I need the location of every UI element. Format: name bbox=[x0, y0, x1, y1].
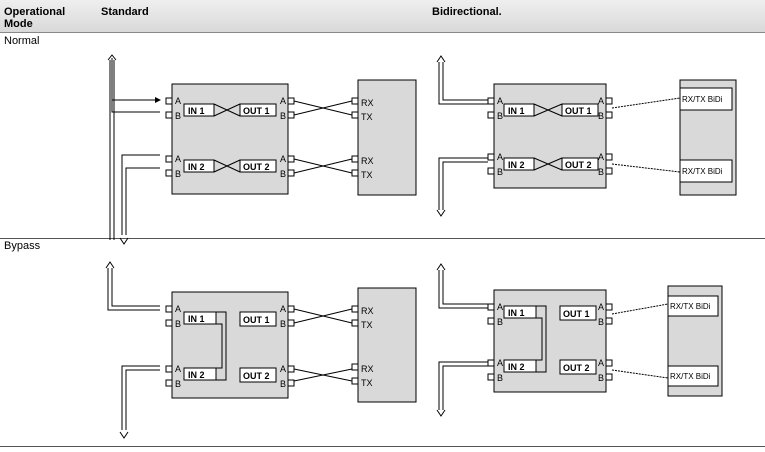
svg-text:IN 2: IN 2 bbox=[188, 162, 205, 172]
svg-text:B: B bbox=[175, 111, 181, 121]
svg-text:A: A bbox=[598, 96, 604, 106]
svg-text:IN 1: IN 1 bbox=[188, 314, 205, 324]
row-divider bbox=[0, 238, 765, 239]
svg-text:OUT 2: OUT 2 bbox=[243, 162, 270, 172]
table-bottom-rule bbox=[0, 446, 765, 447]
svg-text:IN 1: IN 1 bbox=[508, 106, 525, 116]
svg-text:RX: RX bbox=[361, 306, 374, 316]
svg-text:OUT 1: OUT 1 bbox=[243, 315, 270, 325]
svg-text:TX: TX bbox=[361, 320, 373, 330]
svg-text:OUT 1: OUT 1 bbox=[565, 106, 592, 116]
hollow-arrow-icon bbox=[119, 154, 160, 245]
transceiver-box bbox=[357, 287, 417, 403]
svg-text:B: B bbox=[280, 319, 286, 329]
svg-text:A: A bbox=[497, 96, 503, 106]
svg-text:IN 1: IN 1 bbox=[188, 106, 205, 116]
svg-text:B: B bbox=[175, 169, 181, 179]
svg-text:IN 1: IN 1 bbox=[508, 308, 525, 318]
svg-text:OUT 2: OUT 2 bbox=[563, 363, 590, 373]
svg-text:A: A bbox=[175, 304, 181, 314]
svg-text:B: B bbox=[497, 111, 503, 121]
svg-text:B: B bbox=[598, 167, 604, 177]
svg-text:RX/TX BiDi: RX/TX BiDi bbox=[682, 95, 723, 104]
module-box bbox=[493, 83, 607, 189]
svg-text:IN 2: IN 2 bbox=[508, 160, 525, 170]
svg-text:RX/TX BiDi: RX/TX BiDi bbox=[670, 302, 711, 311]
table-header bbox=[0, 0, 765, 33]
diagram-bypass-standard bbox=[105, 261, 417, 439]
row-label-bypass: Bypass bbox=[4, 240, 41, 252]
module-box bbox=[493, 289, 607, 393]
svg-text:OUT 2: OUT 2 bbox=[565, 160, 592, 170]
svg-text:A: A bbox=[175, 154, 181, 164]
hollow-arrow-icon bbox=[436, 263, 488, 309]
module-box bbox=[171, 83, 289, 195]
svg-text:A: A bbox=[175, 364, 181, 374]
diagram-normal-bidirectional bbox=[436, 55, 737, 217]
hollow-arrow-icon bbox=[436, 55, 488, 105]
diagram-bypass-bidirectional bbox=[436, 263, 723, 417]
svg-text:B: B bbox=[497, 317, 503, 327]
hollow-arrow-icon bbox=[107, 54, 117, 240]
svg-text:RX/TX BiDi: RX/TX BiDi bbox=[670, 372, 711, 381]
svg-text:B: B bbox=[598, 373, 604, 383]
svg-text:B: B bbox=[497, 167, 503, 177]
svg-text:B: B bbox=[598, 317, 604, 327]
labels-normal-bidirectional: AB AB AB AB IN 1 OUT 1 IN 2 OUT 2 RX/TX … bbox=[497, 95, 723, 177]
svg-text:B: B bbox=[598, 111, 604, 121]
row-label-normal: Normal bbox=[4, 35, 40, 47]
svg-text:A: A bbox=[598, 358, 604, 368]
svg-text:A: A bbox=[497, 152, 503, 162]
hollow-arrow-icon bbox=[119, 365, 160, 439]
diagram-normal-standard bbox=[107, 54, 417, 245]
svg-text:RX: RX bbox=[361, 98, 374, 108]
svg-text:A: A bbox=[280, 154, 286, 164]
svg-text:A: A bbox=[280, 96, 286, 106]
header-standard: Standard bbox=[101, 6, 149, 18]
header-operational-mode: Operational Mode bbox=[4, 6, 66, 30]
svg-text:RX: RX bbox=[361, 364, 374, 374]
svg-text:TX: TX bbox=[361, 112, 373, 122]
hollow-arrow-icon bbox=[436, 361, 488, 417]
svg-text:A: A bbox=[280, 304, 286, 314]
svg-text:A: A bbox=[497, 302, 503, 312]
svg-text:A: A bbox=[598, 152, 604, 162]
svg-text:B: B bbox=[280, 379, 286, 389]
svg-text:RX/TX BiDi: RX/TX BiDi bbox=[682, 167, 723, 176]
svg-text:TX: TX bbox=[361, 170, 373, 180]
svg-text:TX: TX bbox=[361, 378, 373, 388]
svg-text:B: B bbox=[280, 169, 286, 179]
hollow-arrow-icon bbox=[105, 261, 160, 311]
svg-text:IN 2: IN 2 bbox=[508, 362, 525, 372]
svg-text:A: A bbox=[280, 364, 286, 374]
svg-text:IN 2: IN 2 bbox=[188, 370, 205, 380]
svg-text:OUT 1: OUT 1 bbox=[563, 309, 590, 319]
labels-bypass-bidirectional: AB AB AB AB IN 1 OUT 1 IN 2 OUT 2 RX/TX … bbox=[497, 302, 711, 383]
svg-text:A: A bbox=[598, 302, 604, 312]
hollow-arrow-icon bbox=[436, 157, 488, 217]
svg-text:B: B bbox=[497, 373, 503, 383]
svg-text:A: A bbox=[175, 96, 181, 106]
svg-text:B: B bbox=[175, 319, 181, 329]
svg-text:B: B bbox=[175, 379, 181, 389]
transceiver-box bbox=[357, 79, 417, 196]
svg-text:OUT 2: OUT 2 bbox=[243, 371, 270, 381]
svg-text:B: B bbox=[280, 111, 286, 121]
svg-text:OUT 1: OUT 1 bbox=[243, 106, 270, 116]
svg-text:A: A bbox=[497, 358, 503, 368]
header-bidirectional: Bidirectional. bbox=[432, 6, 502, 18]
svg-text:RX: RX bbox=[361, 156, 374, 166]
